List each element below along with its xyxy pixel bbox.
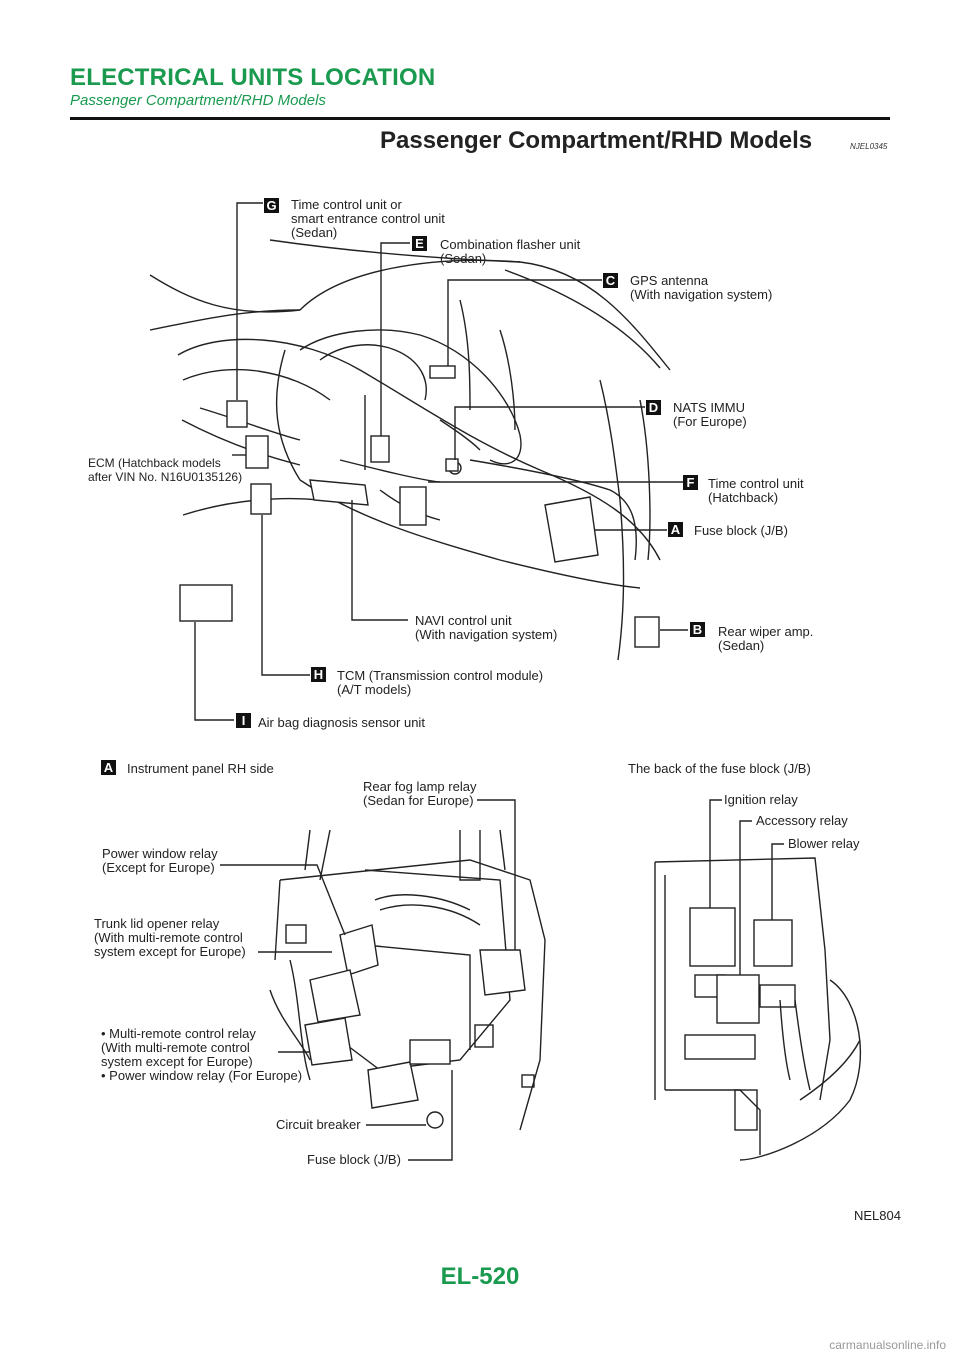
callout-label-tcm: TCM (Transmission control module) (A/T m…: [337, 668, 544, 697]
callout-label-gps-antenna: GPS antenna (With navigation system): [630, 273, 773, 302]
page-header-subtitle: Passenger Compartment/RHD Models: [70, 92, 326, 109]
callout-badge-b: B: [690, 622, 705, 637]
fuse-block-relays: [689, 907, 793, 1024]
label-ignition-relay: Ignition relay: [724, 792, 798, 807]
section-title: Passenger Compartment/RHD Models: [380, 127, 813, 154]
instrument-panel-drawing: [269, 829, 546, 1131]
bottom-left-leaders: [220, 799, 516, 1161]
callout-badge-d: D: [646, 400, 661, 415]
callout-badge-i: I: [236, 713, 251, 728]
callout-label-time-control-hatchback: Time control unit (Hatchback): [708, 476, 804, 505]
page-number: EL-520: [440, 1263, 520, 1290]
label-circuit-breaker: Circuit breaker: [276, 1117, 361, 1132]
label-fuse-block-jb: Fuse block (J/B): [307, 1152, 401, 1167]
top-leader-lines: [194, 202, 688, 721]
callout-label-fuse-block: Fuse block (J/B): [694, 523, 788, 538]
figure-code: NEL804: [854, 1208, 901, 1223]
callout-label-nats-immu: NATS IMMU (For Europe): [673, 400, 747, 429]
instrument-panel-relays: [304, 924, 526, 1109]
callout-label-time-control-or-smart-entrance: Time control unit or smart entrance cont…: [291, 197, 445, 240]
sub-figure-badge-a: A: [101, 760, 116, 775]
callout-badge-c: C: [603, 273, 618, 288]
label-multi-remote-control-relay: • Multi-remote control relay (With multi…: [101, 1026, 303, 1083]
callout-badge-g: G: [264, 198, 279, 213]
label-blower-relay: Blower relay: [788, 836, 860, 851]
callout-label-navi-control-unit: NAVI control unit (With navigation syste…: [415, 613, 558, 642]
label-power-window-relay: Power window relay (Except for Europe): [102, 846, 218, 875]
sub-figure-title-fuse-block-back: The back of the fuse block (J/B): [628, 761, 811, 776]
callout-badge-e: E: [412, 236, 427, 251]
component-shapes: [179, 365, 660, 648]
callout-label-rear-wiper-amp: Rear wiper amp. (Sedan): [718, 624, 814, 653]
bottom-right-leaders: [709, 799, 784, 975]
section-code: NJEL0345: [850, 142, 888, 151]
sub-figure-title-instrument-panel: Instrument panel RH side: [127, 761, 274, 776]
label-trunk-lid-opener-relay: Trunk lid opener relay (With multi-remot…: [94, 916, 246, 959]
header-rule: [70, 117, 890, 120]
label-rear-fog-lamp-relay: Rear fog lamp relay (Sedan for Europe): [363, 779, 477, 808]
label-accessory-relay: Accessory relay: [756, 813, 848, 828]
callout-label-combination-flasher: Combination flasher unit (Sedan): [440, 237, 581, 266]
callout-label-ecm: ECM (Hatchback models after VIN No. N16U…: [88, 456, 243, 484]
callout-badge-h: H: [311, 667, 326, 682]
dashboard-drawing: [149, 239, 671, 661]
footer-watermark: carmanualsonline.info: [829, 1338, 946, 1352]
callout-badge-f: F: [683, 475, 698, 490]
page-header-title: ELECTRICAL UNITS LOCATION: [70, 64, 436, 91]
callout-label-air-bag-sensor: Air bag diagnosis sensor unit: [258, 715, 425, 730]
callout-badge-a: A: [668, 522, 683, 537]
